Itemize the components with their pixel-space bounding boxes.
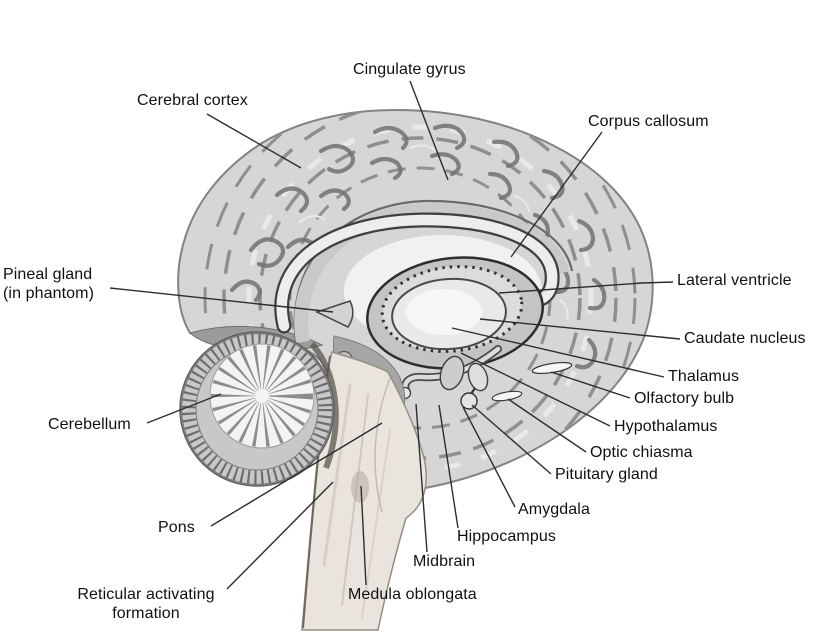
leader-line-cerebral-cortex [206, 113, 302, 169]
cerebellum-shape [179, 331, 339, 487]
label-medulla-oblongata: Medula oblongata [348, 586, 477, 603]
leader-line-pineal-gland [109, 287, 334, 313]
pineal-gland-shape [315, 300, 354, 328]
label-raf-line1: Reticular activating [77, 586, 215, 603]
label-olfactory-bulb: Olfactory bulb [634, 390, 735, 407]
label-pineal-gland: Pineal gland (in phantom) [3, 265, 94, 303]
leader-line-corpus-callosum [510, 131, 603, 258]
hypothalamus-cluster [439, 355, 573, 410]
label-cerebral-cortex: Cerebral cortex [137, 92, 248, 109]
leader-line-amygdala [462, 406, 516, 508]
leader-line-pituitary-gland [471, 404, 552, 475]
label-raf-line2: formation [112, 605, 180, 622]
label-cerebellum: Cerebellum [48, 416, 131, 433]
leader-line-optic-chiasma [507, 398, 587, 453]
leader-line-pons [210, 422, 383, 527]
label-pineal-gland-line2: (in phantom) [3, 285, 95, 302]
leader-line-hippocampus [438, 404, 459, 529]
label-optic-chiasma: Optic chiasma [590, 444, 693, 461]
label-pons: Pons [158, 519, 195, 536]
label-hippocampus: Hippocampus [457, 528, 556, 545]
leader-line-cingulate-gyrus [409, 80, 449, 181]
leader-line-reticular-activating-formation [226, 481, 334, 590]
label-hypothalamus: Hypothalamus [614, 418, 718, 435]
thalamus-complex [366, 256, 544, 370]
label-pituitary-gland: Pituitary gland [555, 466, 658, 483]
label-corpus-callosum: Corpus callosum [588, 113, 709, 130]
leader-line-medulla-oblongata [360, 485, 367, 586]
leader-line-hypothalamus [460, 352, 611, 427]
cingulate-gyrus-band [293, 199, 574, 349]
label-midbrain: Midbrain [413, 553, 476, 570]
leader-lines [109, 80, 681, 590]
leader-line-cerebellum [146, 393, 222, 424]
label-reticular-activating-formation: Reticular activating formation [60, 585, 232, 623]
optic-chiasma-shape [491, 390, 523, 402]
label-thalamus: Thalamus [668, 368, 740, 385]
leader-line-midbrain [415, 403, 428, 553]
label-amygdala: Amygdala [518, 501, 590, 518]
leader-line-olfactory-bulb [550, 371, 631, 399]
leader-line-caudate-nucleus [479, 318, 681, 340]
label-pineal-gland-line1: Pineal gland [3, 266, 93, 283]
leader-line-thalamus [451, 327, 665, 378]
label-lateral-ventricle: Lateral ventricle [677, 272, 792, 289]
thalamus-highlight [406, 289, 482, 335]
leader-line-lateral-ventricle [498, 281, 674, 294]
label-cingulate-gyrus: Cingulate gyrus [353, 61, 466, 78]
label-caudate-nucleus: Caudate nucleus [684, 330, 806, 347]
